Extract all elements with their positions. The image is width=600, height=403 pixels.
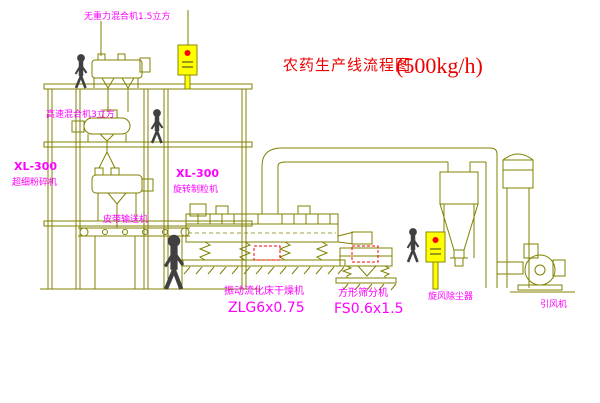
worker-figure-floor2 <box>152 110 163 143</box>
fluid-bed-dryer-machine <box>182 203 355 275</box>
sieve-access-door <box>351 245 379 263</box>
granulator-machine <box>91 167 154 228</box>
label-granulator-name: 旋转制粒机 <box>173 183 218 195</box>
cyclone-machine <box>439 171 479 267</box>
worker-figure-roof <box>76 55 87 88</box>
dryer-access-door <box>253 245 281 261</box>
indicator-light <box>184 50 191 56</box>
worker-figure-sieve <box>408 229 419 262</box>
diagram-title: 农药生产线流程图 <box>283 56 411 74</box>
high-speed-mixer-machine <box>71 109 131 169</box>
label-cyclone-name: 旋风除尘器 <box>428 290 473 302</box>
control-panel-right <box>425 231 446 290</box>
label-granulator-model: XL-300 <box>176 167 219 180</box>
indicator-light <box>432 237 439 243</box>
gravity-mixer-machine <box>91 21 151 112</box>
exhaust-stack <box>502 153 534 288</box>
control-panel-top <box>177 10 198 90</box>
diagram-title-capacity: (500kg/h) <box>396 53 483 78</box>
label-belt-conveyor: 皮带输送机 <box>103 213 148 225</box>
square-sieve-machine <box>335 231 397 291</box>
label-fan-name: 引风机 <box>540 298 567 310</box>
building-frame <box>40 83 260 290</box>
label-dryer-model: ZLG6x0.75 <box>228 300 305 316</box>
exhaust-duct <box>261 147 524 288</box>
label-dryer-name: 振动流化床干燥机 <box>224 284 304 297</box>
label-gravity-mixer: 无重力混合机1.5立方 <box>84 10 170 22</box>
label-high-speed-mixer: 高速混合机3立方 <box>46 108 115 120</box>
label-sieve-model: FS0.6x1.5 <box>334 301 404 317</box>
label-mill-name: 超细粉碎机 <box>12 176 57 188</box>
id-fan-machine <box>510 243 575 293</box>
label-mill-model: XL-300 <box>14 160 57 173</box>
label-sieve-name: 方形筛分机 <box>338 286 388 299</box>
